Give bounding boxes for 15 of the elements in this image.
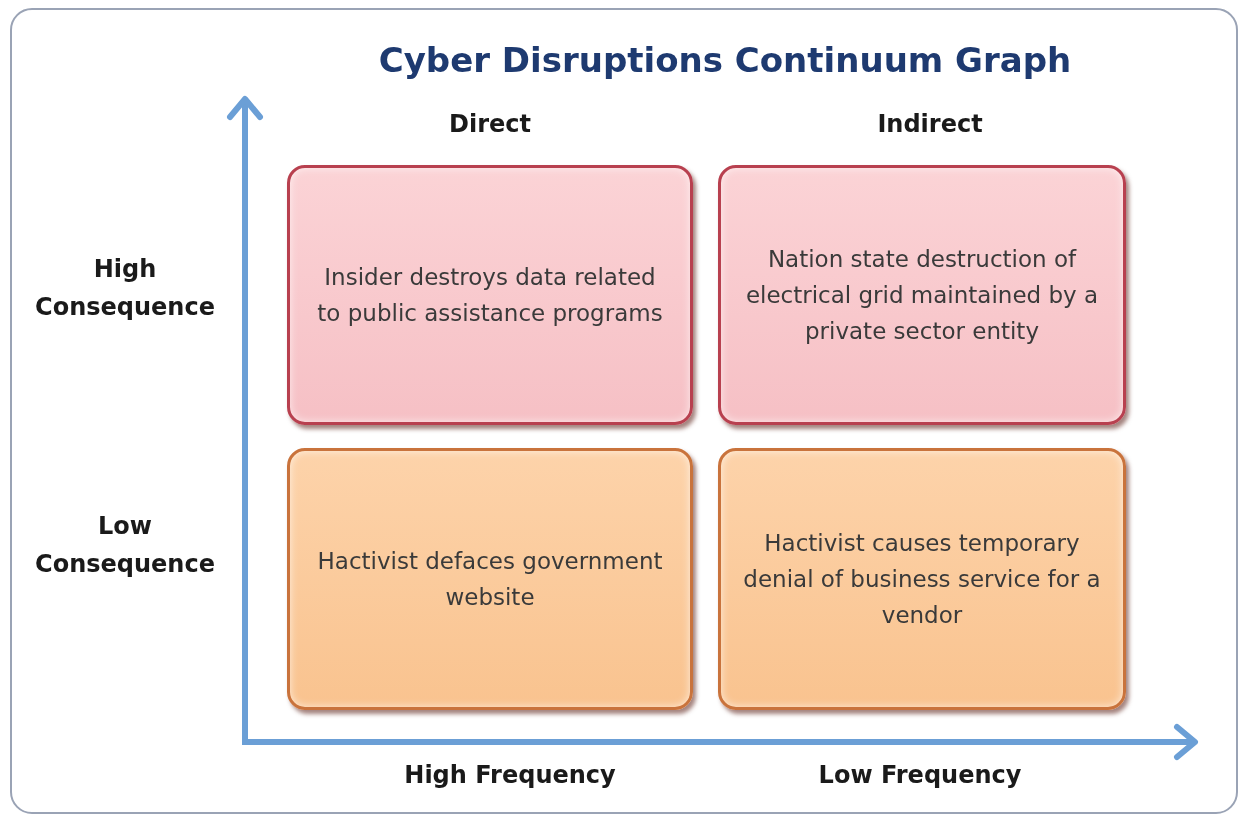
axis-label: High Frequency [403,760,617,791]
axis-label: Low Consequence [34,511,216,580]
scenario-box [287,165,693,425]
scenario-text: Hactivist causes temporary denial of business service for a vendor [743,529,1101,630]
axis-label: Direct [448,109,532,140]
scenario-box [718,165,1126,425]
scenario-box [287,448,693,710]
scenario-text: Insider destroys data related to public assistance programs [316,263,664,328]
scenario-text: Nation state destruction of electrical grid maintained by a private sector entity [744,245,1100,346]
scenario-box [718,448,1126,710]
chart-title: Cyber Disruptions Continuum Graph [377,40,1073,80]
axis-label: Low Frequency [817,760,1023,791]
axis-label: High Consequence [34,254,216,323]
axis-label: Indirect [876,109,984,140]
scenario-text: Hactivist defaces government website [316,547,664,612]
